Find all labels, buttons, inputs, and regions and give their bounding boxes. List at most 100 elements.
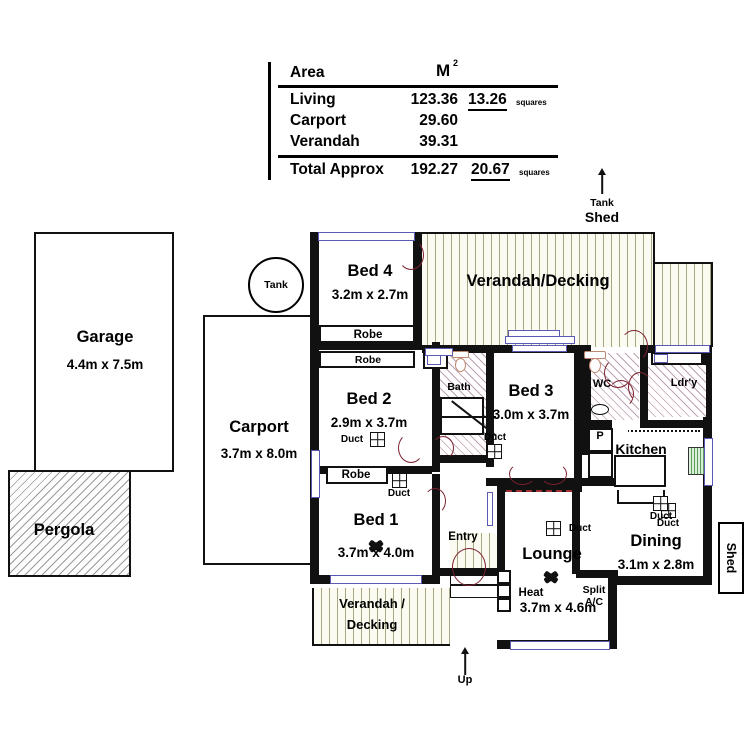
kitchen-sink-dots bbox=[614, 422, 628, 436]
carport-dimension: 3.7m x 8.0m bbox=[220, 446, 298, 461]
kitchen-window bbox=[704, 438, 713, 486]
water-tank-symbol: Tank bbox=[248, 257, 304, 313]
kitchen-overhead-cupboard-line bbox=[600, 430, 700, 432]
verandah-decking-bottom-line1: Verandah / bbox=[339, 596, 405, 611]
bed4-door-swing bbox=[398, 240, 424, 270]
wall-bed1-right bbox=[432, 474, 440, 584]
carport-outline bbox=[203, 315, 319, 565]
wall-entry-lounge bbox=[497, 484, 505, 576]
entry-label: Entry bbox=[448, 531, 478, 543]
area-row-0-squares: 13.26 bbox=[468, 91, 507, 111]
wall-lounge-top bbox=[497, 484, 582, 492]
bed2-dimension: 2.9m x 3.7m bbox=[330, 415, 408, 430]
area-row-2-m2: 39.31 bbox=[419, 133, 458, 150]
kitchen-duct-label: Duct bbox=[649, 511, 673, 522]
pergola-area bbox=[8, 470, 131, 577]
pergola-label: Pergola bbox=[33, 521, 95, 539]
bed2-window bbox=[311, 450, 320, 498]
wall-ldry-bottom bbox=[640, 420, 712, 428]
bath-toilet-bowl-icon bbox=[455, 358, 466, 372]
garage-dimension: 4.4m x 7.5m bbox=[66, 357, 144, 372]
bath-toilet-cistern-icon bbox=[452, 351, 469, 358]
bed4-label: Bed 4 bbox=[347, 262, 393, 280]
wall-pantry-bottom bbox=[582, 478, 622, 486]
wc-basin-icon bbox=[591, 404, 609, 415]
verandah-decking-top-label: Verandah/Decking bbox=[466, 272, 610, 290]
area-total-squares: 20.67 bbox=[471, 161, 510, 181]
wall-bath-bed3 bbox=[486, 345, 494, 467]
wall-lounge-dining-divider bbox=[576, 570, 618, 578]
lounge-heater-3 bbox=[497, 598, 511, 612]
lounge-opening-dashed bbox=[506, 490, 572, 492]
verandah-rail-3 bbox=[655, 345, 710, 353]
bed3-duct-icon bbox=[487, 444, 502, 459]
area-row-0-m2: 123.36 bbox=[410, 91, 458, 108]
wall-bath-bottom bbox=[432, 455, 492, 463]
bed1-window bbox=[330, 575, 422, 584]
up-arrow-icon bbox=[459, 647, 471, 675]
wall-bedrow-top bbox=[422, 345, 582, 353]
split-ac-label-line1: Split bbox=[582, 584, 606, 596]
bed3-label: Bed 3 bbox=[508, 382, 554, 400]
bed3-window-outer bbox=[505, 336, 575, 344]
verandah-rail-2 bbox=[425, 348, 453, 356]
wall-bed3-right bbox=[574, 345, 582, 485]
tank-label: Tank bbox=[264, 279, 288, 291]
hall-door-swing-mid bbox=[604, 358, 632, 388]
lounge-duct-label: Duct bbox=[568, 523, 592, 534]
kitchen-label: Kitchen bbox=[615, 441, 667, 457]
bed2-robe-label: Robe bbox=[354, 354, 382, 366]
shed-right-label: Shed bbox=[724, 542, 738, 574]
area-header-unit: M bbox=[436, 61, 451, 80]
table-rule-bottom bbox=[278, 155, 558, 158]
area-total-m2: 192.27 bbox=[410, 161, 458, 178]
verandah-rail-1 bbox=[508, 330, 560, 337]
bed1-door-swing bbox=[424, 488, 446, 514]
area-header-unit-sup: 2 bbox=[453, 58, 459, 68]
area-total-squares-unit: squares bbox=[519, 168, 550, 177]
laundry-trough-icon bbox=[654, 354, 668, 363]
bed3-door-swing-a bbox=[509, 463, 536, 485]
wall-left-outer bbox=[310, 232, 319, 582]
lounge-heater-1 bbox=[497, 570, 511, 584]
area-total-label: Total Approx bbox=[290, 161, 384, 178]
tank-shed-arrow-icon bbox=[596, 168, 608, 194]
lounge-dimension: 3.7m x 4.6m bbox=[519, 600, 597, 615]
bed4-dimension: 3.2m x 2.7m bbox=[331, 287, 409, 302]
bed4-robe-label: Robe bbox=[353, 329, 383, 341]
bed2-label: Bed 2 bbox=[346, 390, 392, 408]
garage-outline bbox=[34, 232, 174, 472]
pantry-lower bbox=[588, 452, 613, 478]
wall-lounge-right-lower bbox=[608, 576, 617, 648]
shed-right-block: Shed bbox=[718, 522, 744, 594]
lounge-label: Lounge bbox=[522, 545, 582, 563]
kitchen-island-bench bbox=[614, 455, 666, 487]
verandah-decking-bottom-line2: Decking bbox=[346, 617, 398, 632]
split-ac-label-line2: A/C bbox=[584, 596, 604, 608]
kitchen-duct-icon bbox=[653, 496, 668, 511]
up-label: Up bbox=[457, 674, 473, 686]
bed3-dimension: 3.0m x 3.7m bbox=[492, 407, 570, 422]
wall-lounge-right bbox=[572, 484, 580, 574]
pantry-label: P bbox=[596, 430, 604, 442]
dining-dimension: 3.1m x 2.8m bbox=[617, 557, 695, 572]
verandah-decking-bottom bbox=[312, 588, 450, 646]
bed3-duct-label: Duct bbox=[483, 432, 507, 443]
lounge-window bbox=[510, 641, 610, 650]
wall-wc-bottom bbox=[582, 420, 612, 428]
hall-door-swing-top bbox=[620, 330, 648, 362]
heat-label: Heat bbox=[518, 587, 544, 599]
entry-door-swing bbox=[452, 548, 486, 586]
area-row-1-m2: 29.60 bbox=[419, 112, 458, 129]
lounge-duct-icon bbox=[546, 521, 561, 536]
wall-bed4-right bbox=[413, 236, 422, 348]
wall-bed2-bath bbox=[432, 342, 440, 472]
bed1-robe-outline bbox=[326, 466, 388, 484]
laundry-door-swing bbox=[628, 372, 652, 402]
wall-bed4-bottom bbox=[310, 342, 422, 350]
bed2-duct-label: Duct bbox=[340, 434, 364, 445]
carport-label: Carport bbox=[229, 418, 289, 436]
wall-dining-bottom bbox=[617, 576, 712, 585]
bath-label: Bath bbox=[447, 381, 471, 393]
